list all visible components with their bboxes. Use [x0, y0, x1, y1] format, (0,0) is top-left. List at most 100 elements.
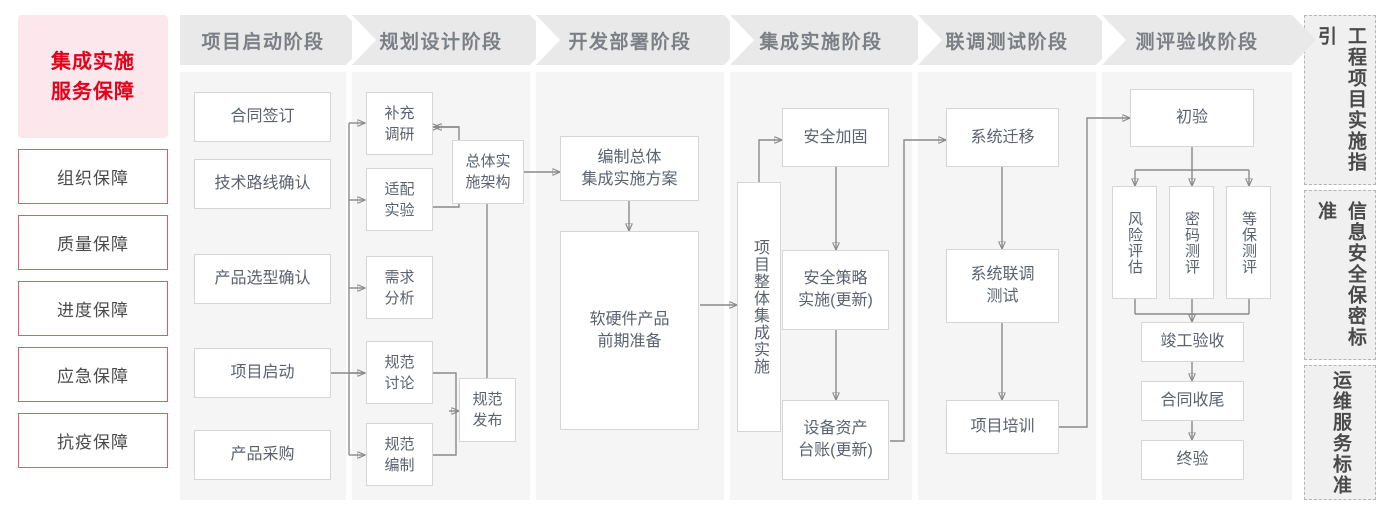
node-label-line1: 规范	[384, 435, 415, 453]
node-system-joint-debug-test[interactable]: 系统联调 测试	[946, 249, 1059, 323]
node-label-line1: 适配	[384, 180, 415, 198]
node-risk-assessment[interactable]: 风险评估	[1112, 186, 1157, 299]
phase-header-label: 联调测试阶段	[945, 31, 1069, 53]
node-adaptation-experiment[interactable]: 适配 实验	[366, 168, 433, 231]
node-label-line2: 实验	[384, 201, 415, 219]
node-spec-drafting[interactable]: 规范 编制	[366, 423, 433, 486]
node-label-line1: 总体实	[465, 153, 511, 170]
node-label: 合同签订	[230, 108, 295, 125]
node-product-selection-confirm[interactable]: 产品选型确认	[194, 254, 331, 304]
node-product-purchase[interactable]: 产品采购	[194, 430, 331, 480]
node-label-line1: 需求	[384, 268, 415, 286]
node-requirement-analysis[interactable]: 需求 分析	[366, 256, 433, 319]
node-label: 终验	[1176, 451, 1209, 468]
node-spec-publication[interactable]: 规范 发布	[459, 378, 516, 442]
node-label: 项目启动	[230, 364, 295, 381]
node-overall-implementation-architecture[interactable]: 总体实 施架构	[452, 140, 524, 204]
guarantee-item-epidemic[interactable]: 抗疫保障	[18, 413, 168, 468]
node-label-line1: 安全策略	[803, 270, 868, 287]
node-tech-route-confirm[interactable]: 技术路线确认	[194, 159, 331, 209]
node-security-policy-implementation[interactable]: 安全策略 实施(更新)	[782, 250, 889, 330]
node-label-line1: 设备资产	[803, 420, 868, 437]
node-supplementary-survey[interactable]: 补充 调研	[366, 92, 433, 155]
node-project-training[interactable]: 项目培训	[946, 400, 1059, 454]
phase-header-label: 项目启动阶段	[201, 31, 325, 53]
node-preliminary-acceptance[interactable]: 初验	[1130, 89, 1254, 147]
node-label: 等保测评	[1240, 210, 1257, 275]
node-label-line2: 编制	[384, 456, 415, 474]
node-label-line2: 发布	[472, 412, 503, 429]
phase-header-acceptance[interactable]: 测评验收阶段	[1102, 15, 1316, 65]
standard-engineering-project-guide[interactable]: 工程项目实施指引	[1304, 15, 1376, 185]
phase-header-label: 开发部署阶段	[568, 31, 692, 53]
guarantee-column: 集成实施 服务保障 组织保障 质量保障 进度保障 应急保障 抗疫保障	[18, 15, 168, 468]
node-label: 竣工验收	[1160, 333, 1225, 350]
standard-label: 运维服务标准	[1330, 369, 1351, 496]
node-label-line1: 规范	[384, 353, 415, 371]
node-contract-closeout[interactable]: 合同收尾	[1141, 381, 1244, 421]
standard-operation-maintenance-service[interactable]: 运维服务标准	[1304, 365, 1376, 500]
node-label-line2: 施架构	[465, 174, 511, 191]
guarantee-item-label: 组织保障	[57, 169, 129, 188]
node-label-line1: 规范	[472, 391, 503, 408]
node-label-line1: 编制总体	[597, 148, 662, 166]
node-label: 项目培训	[970, 418, 1035, 435]
node-label-line2: 调研	[384, 125, 415, 143]
guarantee-item-label: 应急保障	[57, 367, 129, 386]
guarantee-title: 集成实施 服务保障	[18, 15, 168, 138]
node-cryptography-evaluation[interactable]: 密码测评	[1169, 186, 1214, 299]
node-label: 风险评估	[1126, 210, 1143, 275]
standard-information-security-confidentiality[interactable]: 信息安全保密标准	[1304, 190, 1376, 360]
node-equipment-asset-ledger[interactable]: 设备资产 台账(更新)	[782, 400, 889, 480]
phase-header-integration[interactable]: 集成实施阶段	[730, 15, 936, 65]
node-overall-project-integration[interactable]: 项目整体集成实施	[737, 182, 781, 432]
phase-header-label: 集成实施阶段	[759, 31, 883, 53]
node-spec-discussion[interactable]: 规范 讨论	[366, 341, 433, 404]
node-label-line2: 讨论	[384, 374, 415, 392]
node-label-line1: 补充	[384, 104, 415, 122]
phase-header-startup[interactable]: 项目启动阶段	[180, 15, 370, 65]
guarantee-item-emergency[interactable]: 应急保障	[18, 347, 168, 402]
node-label: 技术路线确认	[214, 175, 311, 192]
node-hardware-software-preparation[interactable]: 软硬件产品 前期准备	[560, 231, 699, 430]
node-completion-acceptance[interactable]: 竣工验收	[1141, 322, 1244, 362]
node-contract-signing[interactable]: 合同签订	[194, 92, 331, 142]
phase-header-label: 测评验收阶段	[1135, 31, 1259, 53]
guarantee-item-schedule[interactable]: 进度保障	[18, 281, 168, 336]
node-label-line2: 实施(更新)	[798, 292, 873, 309]
phase-header-label: 规划设计阶段	[379, 31, 503, 53]
node-label: 合同收尾	[1160, 392, 1225, 409]
guarantee-item-label: 进度保障	[57, 301, 129, 320]
node-label: 项目整体集成实施	[751, 239, 768, 375]
node-label: 系统迁移	[970, 128, 1035, 146]
node-label-line1: 软硬件产品	[589, 310, 670, 328]
guarantee-item-label: 质量保障	[57, 235, 129, 254]
phase-header-development[interactable]: 开发部署阶段	[536, 15, 748, 65]
node-label-line2: 台账(更新)	[798, 442, 873, 459]
node-label: 初验	[1175, 109, 1208, 126]
node-label: 产品采购	[230, 446, 295, 463]
node-label-line2: 测试	[986, 288, 1019, 305]
standard-label: 工程项目实施指引	[1315, 26, 1366, 173]
node-mlps-evaluation[interactable]: 等保测评	[1226, 186, 1271, 299]
guarantee-item-label: 抗疫保障	[57, 433, 129, 452]
guarantee-item-organization[interactable]: 组织保障	[18, 149, 168, 204]
node-label-line2: 集成实施方案	[581, 170, 678, 188]
node-label: 安全加固	[803, 128, 868, 146]
node-draft-overall-integration-plan[interactable]: 编制总体 集成实施方案	[560, 136, 699, 201]
guarantee-item-quality[interactable]: 质量保障	[18, 215, 168, 270]
phase-header-jointtest[interactable]: 联调测试阶段	[918, 15, 1120, 65]
phase-header-planning[interactable]: 规划设计阶段	[352, 15, 554, 65]
node-label-line2: 前期准备	[597, 332, 662, 350]
node-security-hardening[interactable]: 安全加固	[782, 108, 889, 167]
node-label: 密码测评	[1183, 210, 1200, 275]
node-system-migration[interactable]: 系统迁移	[946, 108, 1059, 167]
standard-label: 信息安全保密标准	[1315, 201, 1366, 348]
node-label-line2: 分析	[384, 289, 415, 307]
node-label-line1: 系统联调	[970, 266, 1035, 283]
node-final-acceptance[interactable]: 终验	[1141, 440, 1244, 480]
guarantee-title-line1: 集成实施	[51, 50, 135, 73]
guarantee-title-line2: 服务保障	[51, 80, 135, 103]
node-project-kickoff[interactable]: 项目启动	[194, 348, 331, 398]
